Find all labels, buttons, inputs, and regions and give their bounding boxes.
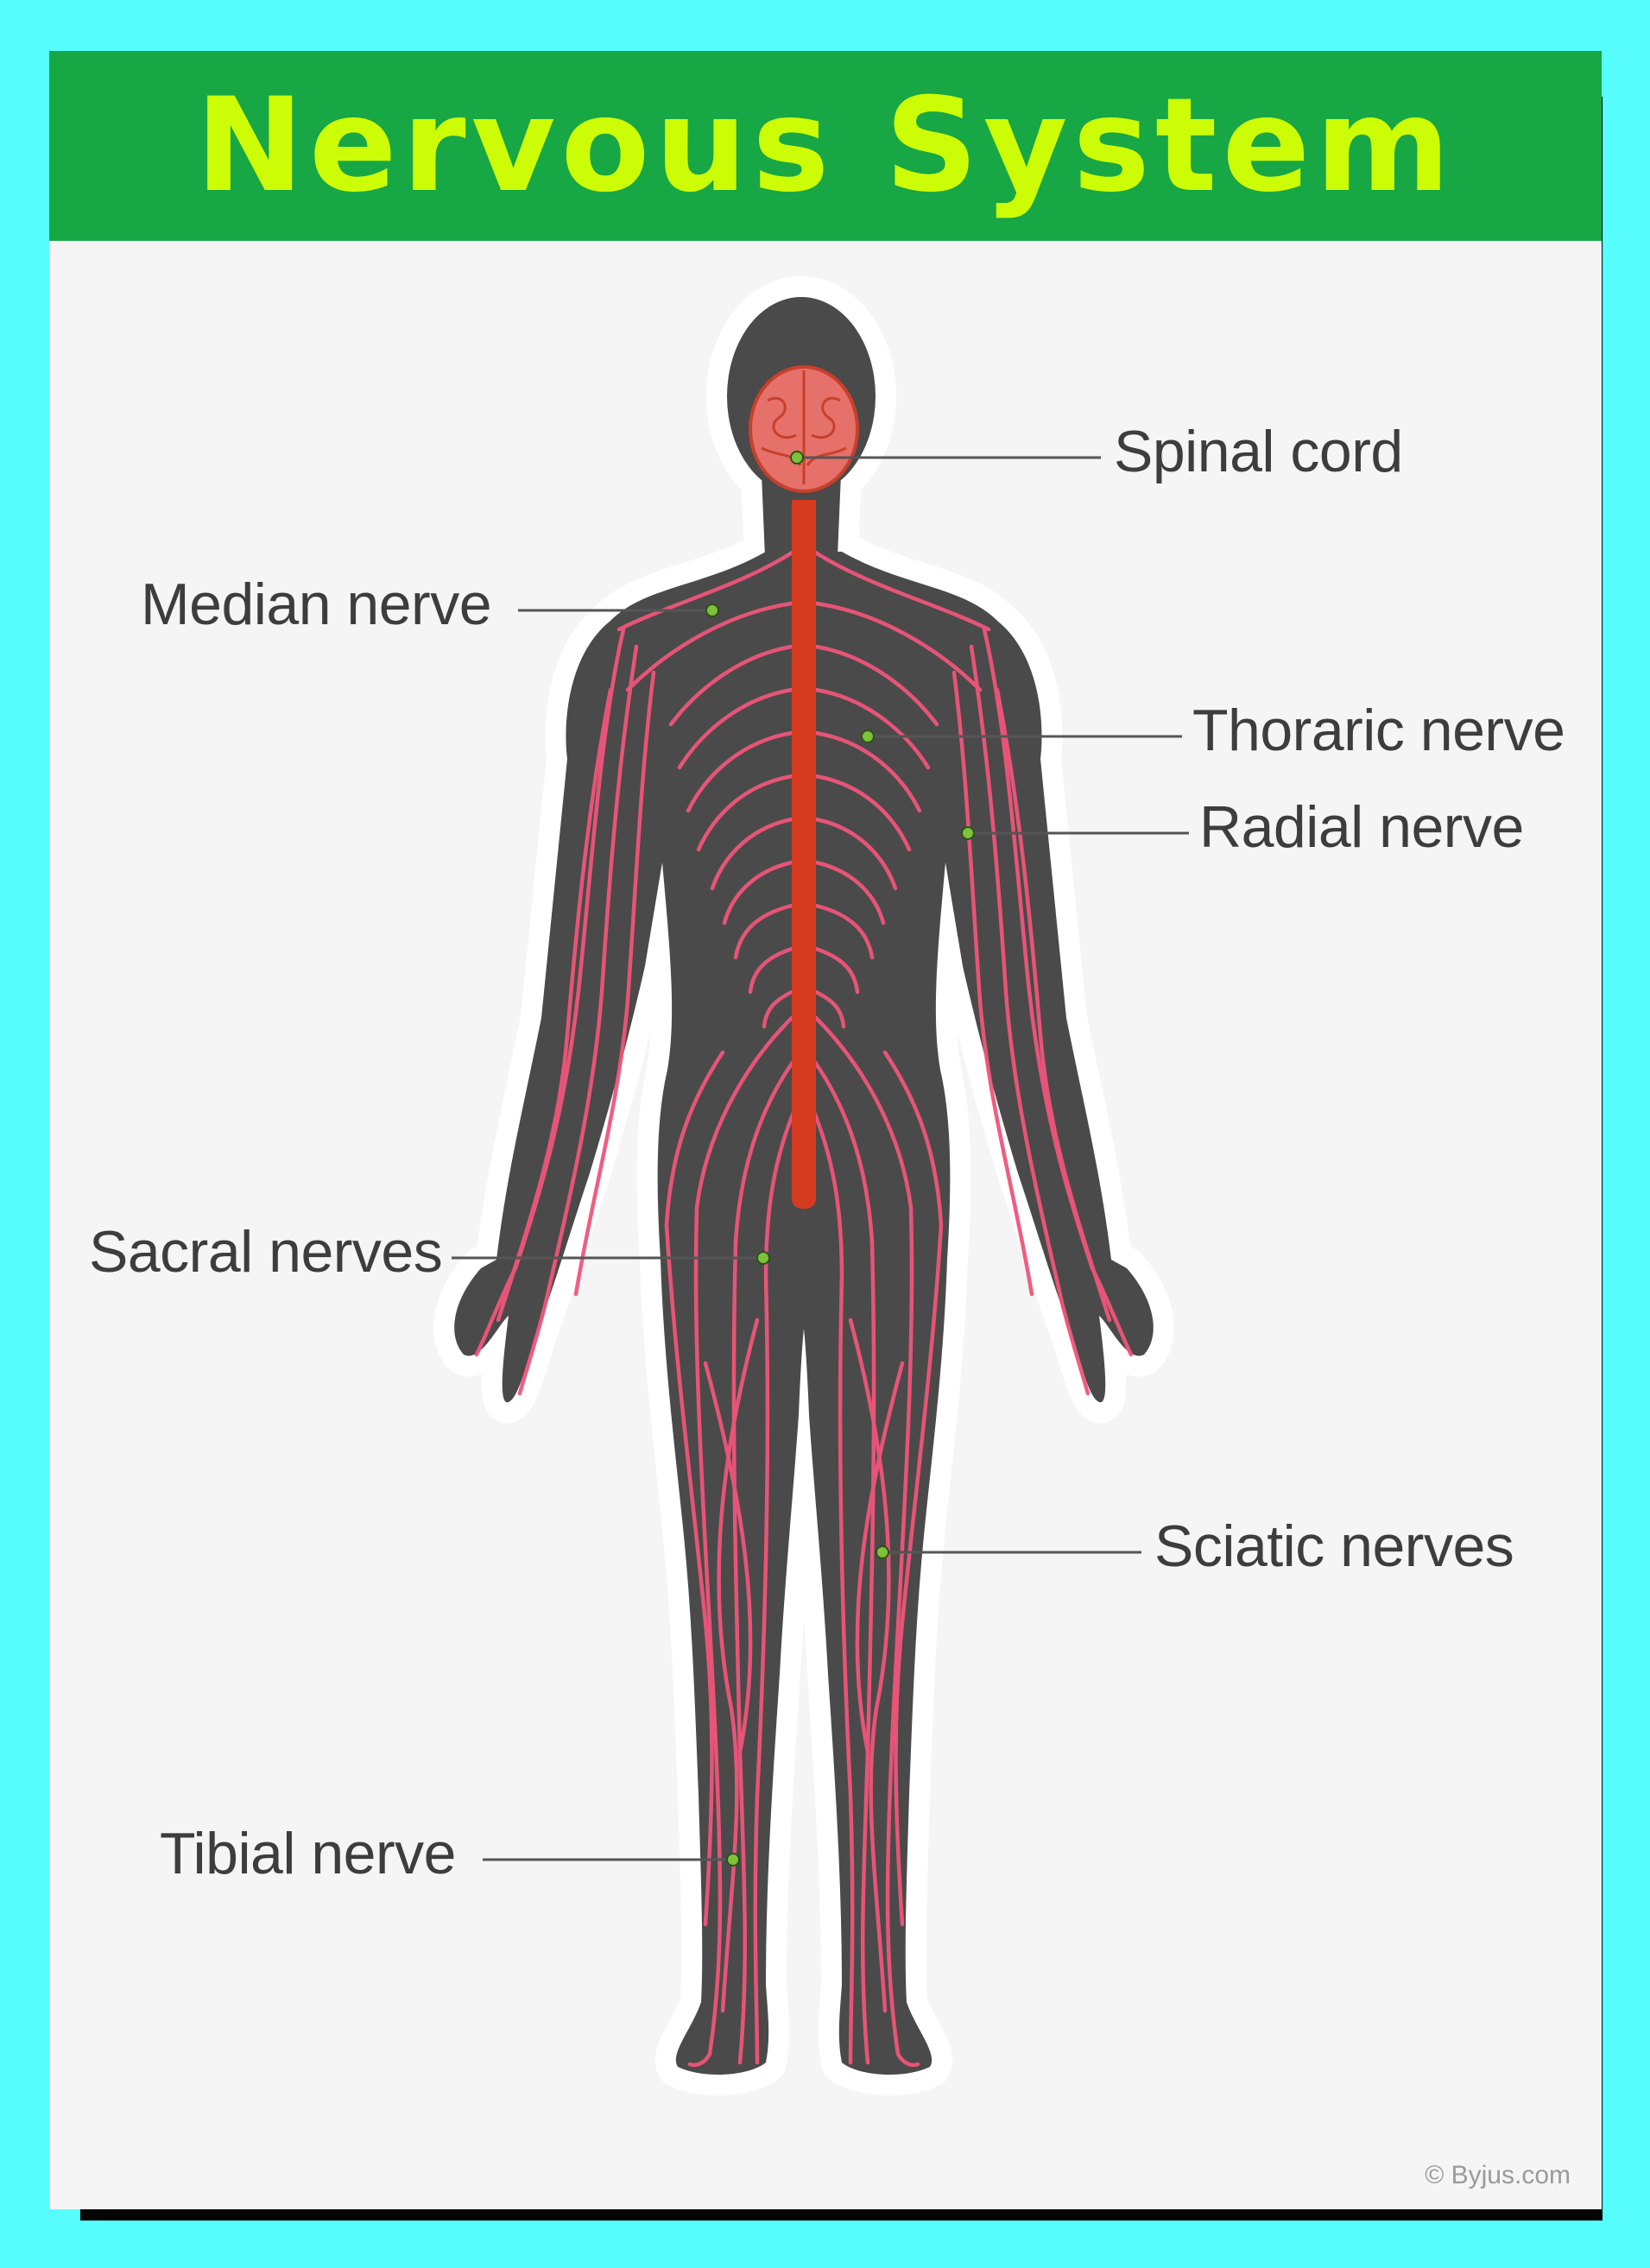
label-sciatic-nerves: Sciatic nerves	[1154, 1513, 1514, 1579]
page-title: Nervous System	[195, 71, 1456, 221]
spinal-cord-shape	[792, 500, 816, 1210]
label-thoraric-nerve: Thoraric nerve	[1192, 698, 1565, 763]
poster-card: Nervous System	[49, 51, 1602, 2209]
title-bar: Nervous System	[49, 51, 1602, 241]
label-spinal-cord: Spinal cord	[1114, 419, 1403, 484]
leader-lines	[452, 456, 1189, 1861]
label-tibial-nerve: Tibial nerve	[160, 1821, 456, 1886]
nervous-system-diagram: Spinal cord Median nerve Thoraric nerve …	[49, 241, 1602, 2209]
label-radial-nerve: Radial nerve	[1199, 794, 1524, 860]
label-sacral-nerves: Sacral nerves	[89, 1219, 443, 1285]
body-figure	[49, 241, 1189, 2209]
credit-text: © Byjus.com	[1425, 2161, 1571, 2189]
label-median-nerve: Median nerve	[141, 572, 492, 637]
nerve-network	[474, 549, 1134, 2068]
label-points	[705, 451, 975, 1867]
brain-icon	[749, 365, 859, 493]
